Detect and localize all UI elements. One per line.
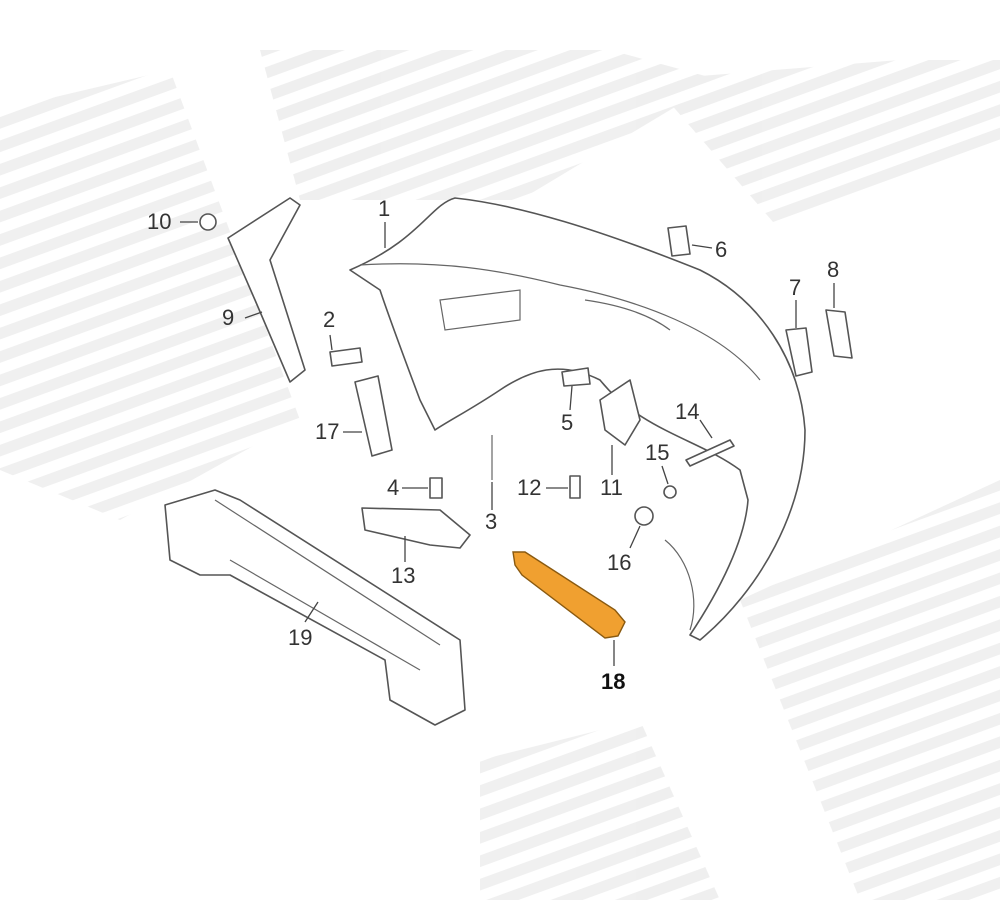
- part-13-bracket[interactable]: [361, 507, 471, 549]
- part-10-nut[interactable]: [199, 213, 217, 231]
- callout-12: 12: [517, 475, 542, 500]
- callout-2: 2: [323, 307, 336, 332]
- callout-17: 17: [315, 419, 340, 444]
- part-12-screw[interactable]: [569, 475, 581, 499]
- part-16-nut[interactable]: [634, 506, 654, 526]
- callout-1: 1: [378, 196, 391, 221]
- callout-11: 11: [600, 475, 623, 500]
- callout-14: 14: [675, 399, 700, 424]
- part-17-bracket[interactable]: [354, 375, 393, 457]
- callout-3: 3: [485, 509, 498, 534]
- part-14-rod[interactable]: [685, 439, 735, 467]
- callout-16: 16: [607, 550, 632, 575]
- leader-lines: [180, 221, 835, 666]
- callout-15: 15: [645, 440, 670, 465]
- callout-7: 7: [789, 275, 802, 300]
- part-11-bracket[interactable]: [599, 379, 641, 446]
- callout-9: 9: [222, 305, 235, 330]
- part-7-bracket[interactable]: [785, 327, 813, 377]
- part-15-washer[interactable]: [663, 485, 677, 499]
- part-6-cap[interactable]: [667, 225, 691, 257]
- part-8-bracket[interactable]: [825, 309, 853, 359]
- part-4-bolt[interactable]: [429, 477, 443, 499]
- callout-6: 6: [715, 237, 728, 262]
- callout-4: 4: [387, 475, 400, 500]
- callout-18: 18: [601, 669, 626, 694]
- callout-13: 13: [391, 563, 416, 588]
- part-2-clip[interactable]: [329, 347, 363, 367]
- callout-8: 8: [827, 257, 840, 282]
- watermark: [0, 50, 1000, 900]
- callout-19: 19: [288, 625, 313, 650]
- bumper-cover[interactable]: [349, 197, 806, 641]
- callout-10: 10: [147, 209, 172, 234]
- part-9-bracket[interactable]: [227, 197, 306, 383]
- part-5-clip[interactable]: [561, 367, 591, 387]
- part-18-highlighted[interactable]: [512, 551, 626, 639]
- callout-5: 5: [561, 410, 574, 435]
